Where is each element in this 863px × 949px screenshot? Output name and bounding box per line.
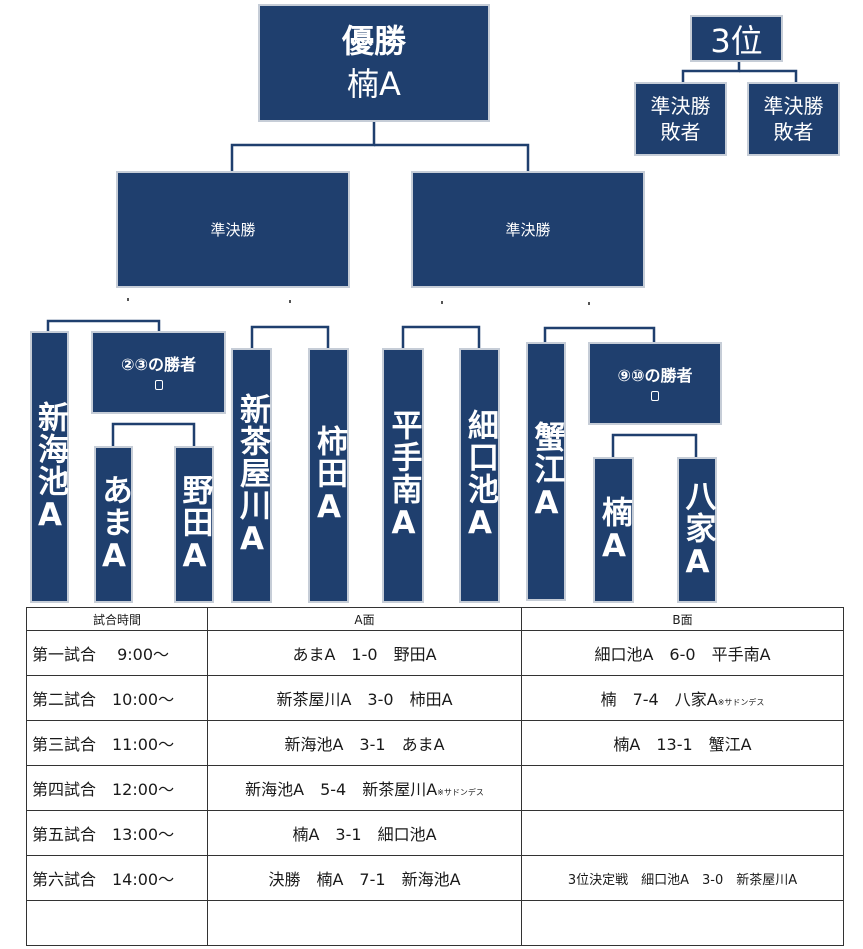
- table-row: 第五試合 13:00～ 楠A 3-1 細口池A: [26, 810, 844, 856]
- header-court-b: B面: [521, 607, 844, 631]
- connector-q2: [250, 325, 330, 349]
- semifinal-loser-label: 準決勝 敗者: [650, 94, 711, 144]
- team-hiratenan: 平手南A: [382, 348, 424, 603]
- team-name: あまA: [96, 474, 132, 575]
- court-b-result: 楠 7-4 八家A: [600, 690, 718, 709]
- team-kakita: 柿田A: [308, 348, 349, 603]
- team-name: 楠A: [596, 495, 632, 565]
- table-row: 第四試合 12:00～ 新海池A 5-4 新茶屋川A※サドンデス: [26, 765, 844, 811]
- header-time: 試合時間: [26, 607, 208, 631]
- champion-title: 優勝: [341, 21, 406, 60]
- match-time: [26, 900, 208, 946]
- third-place-title: 3位: [710, 21, 763, 60]
- team-name: 新茶屋川A: [234, 393, 270, 558]
- court-b-result: [521, 765, 844, 811]
- team-yaie: 八家A: [677, 457, 717, 603]
- table-row: [26, 900, 844, 946]
- winner-slot-q910: ⑨⑩の勝者: [588, 342, 722, 425]
- table-row: 第六試合 14:00～ 決勝 楠A 7-1 新海池A 3位決定戦 細口池A 3-…: [26, 855, 844, 901]
- connector-final-right: [374, 143, 530, 171]
- court-a-result: [207, 900, 522, 946]
- semifinal-right-box: 準決勝: [411, 171, 645, 288]
- schedule-table: 試合時間 A面 B面 第一試合 9:00～ あまA 1-0 野田A 細口池A 6…: [26, 607, 844, 946]
- court-a-result: 決勝 楠A 7-1 新海池A: [207, 855, 522, 901]
- team-name: 細口池A: [462, 409, 498, 542]
- semifinal-loser-label: 準決勝 敗者: [763, 94, 824, 144]
- court-b-result: [521, 900, 844, 946]
- team-kusu: 楠A: [593, 457, 634, 603]
- table-row: 第一試合 9:00～ あまA 1-0 野田A 細口池A 6-0 平手南A: [26, 630, 844, 676]
- team-name: 平手南A: [385, 409, 422, 542]
- court-a-result: 楠A 3-1 細口池A: [207, 810, 522, 856]
- marker-dot: [127, 298, 129, 301]
- marker-dot: [588, 302, 590, 305]
- marker-dot: [441, 301, 443, 304]
- court-a-result: あまA 1-0 野田A: [207, 630, 522, 676]
- champion-box: 優勝 楠A: [258, 4, 490, 122]
- team-shinkaichi: 新海池A: [30, 331, 69, 603]
- team-name: 蟹江A: [528, 421, 565, 522]
- court-b-result: 細口池A 6-0 平手南A: [521, 630, 844, 676]
- placeholder-icon: [154, 379, 163, 390]
- court-b-cell: 楠 7-4 八家A※サドンデス: [521, 675, 844, 721]
- semifinal-left-box: 準決勝: [116, 171, 350, 288]
- semifinal-label: 準決勝: [505, 221, 551, 239]
- semifinal-label: 準決勝: [210, 221, 256, 239]
- court-a-result: 新海池A 5-4 新茶屋川A: [245, 780, 438, 799]
- connector-sub-23: [111, 422, 196, 446]
- team-ama: あまA: [94, 446, 133, 603]
- court-b-result: 3位決定戦 細口池A 3-0 新茶屋川A: [521, 855, 844, 901]
- team-noda: 野田A: [174, 446, 214, 603]
- semifinal-loser-left: 準決勝 敗者: [634, 82, 727, 156]
- team-hosoguchi: 細口池A: [459, 348, 500, 603]
- connector-sub-910: [611, 433, 698, 457]
- connector-q3: [401, 325, 481, 349]
- semifinal-loser-right: 準決勝 敗者: [747, 82, 840, 156]
- team-shinchaya: 新茶屋川A: [231, 348, 272, 603]
- third-place-box: 3位: [690, 15, 783, 62]
- marker-dot: [289, 300, 291, 303]
- match-time: 第二試合 10:00～: [26, 675, 208, 721]
- connector-final: [230, 122, 376, 171]
- bracket-lines: [46, 62, 798, 457]
- court-a-cell: 新海池A 5-4 新茶屋川A※サドンデス: [207, 765, 522, 811]
- court-b-result: 楠A 13-1 蟹江A: [521, 720, 844, 766]
- court-b-result: [521, 810, 844, 856]
- table-row: 第三試合 11:00～ 新海池A 3-1 あまA 楠A 13-1 蟹江A: [26, 720, 844, 766]
- connector-third-right: [739, 69, 798, 84]
- court-a-result: 新海池A 3-1 あまA: [207, 720, 522, 766]
- match-time: 第四試合 12:00～: [26, 765, 208, 811]
- sudden-death-note: ※サドンデス: [717, 698, 765, 707]
- header-court-a: A面: [207, 607, 522, 631]
- connector-third-left: [681, 62, 741, 84]
- team-kanie: 蟹江A: [526, 342, 566, 601]
- table-row: 第二試合 10:00～ 新茶屋川A 3-0 柿田A 楠 7-4 八家A※サドンデ…: [26, 675, 844, 721]
- placeholder-icon: [651, 390, 659, 401]
- match-time: 第三試合 11:00～: [26, 720, 208, 766]
- match-time: 第一試合 9:00～: [26, 630, 208, 676]
- match-time: 第六試合 14:00～: [26, 855, 208, 901]
- connector-q4: [543, 326, 656, 343]
- team-name: 八家A: [679, 479, 716, 581]
- team-name: 新海池A: [32, 400, 68, 534]
- winner-slot-label: ②③の勝者: [120, 355, 197, 375]
- court-a-result: 新茶屋川A 3-0 柿田A: [207, 675, 522, 721]
- winner-slot-label: ⑨⑩の勝者: [617, 366, 693, 386]
- connector-q1: [46, 319, 161, 331]
- team-name: 柿田A: [311, 425, 347, 526]
- sudden-death-note: ※サドンデス: [437, 788, 484, 797]
- winner-slot-q23: ②③の勝者: [91, 331, 226, 414]
- champion-winner: 楠A: [347, 65, 401, 103]
- team-name: 野田A: [176, 474, 213, 575]
- match-time: 第五試合 13:00～: [26, 810, 208, 856]
